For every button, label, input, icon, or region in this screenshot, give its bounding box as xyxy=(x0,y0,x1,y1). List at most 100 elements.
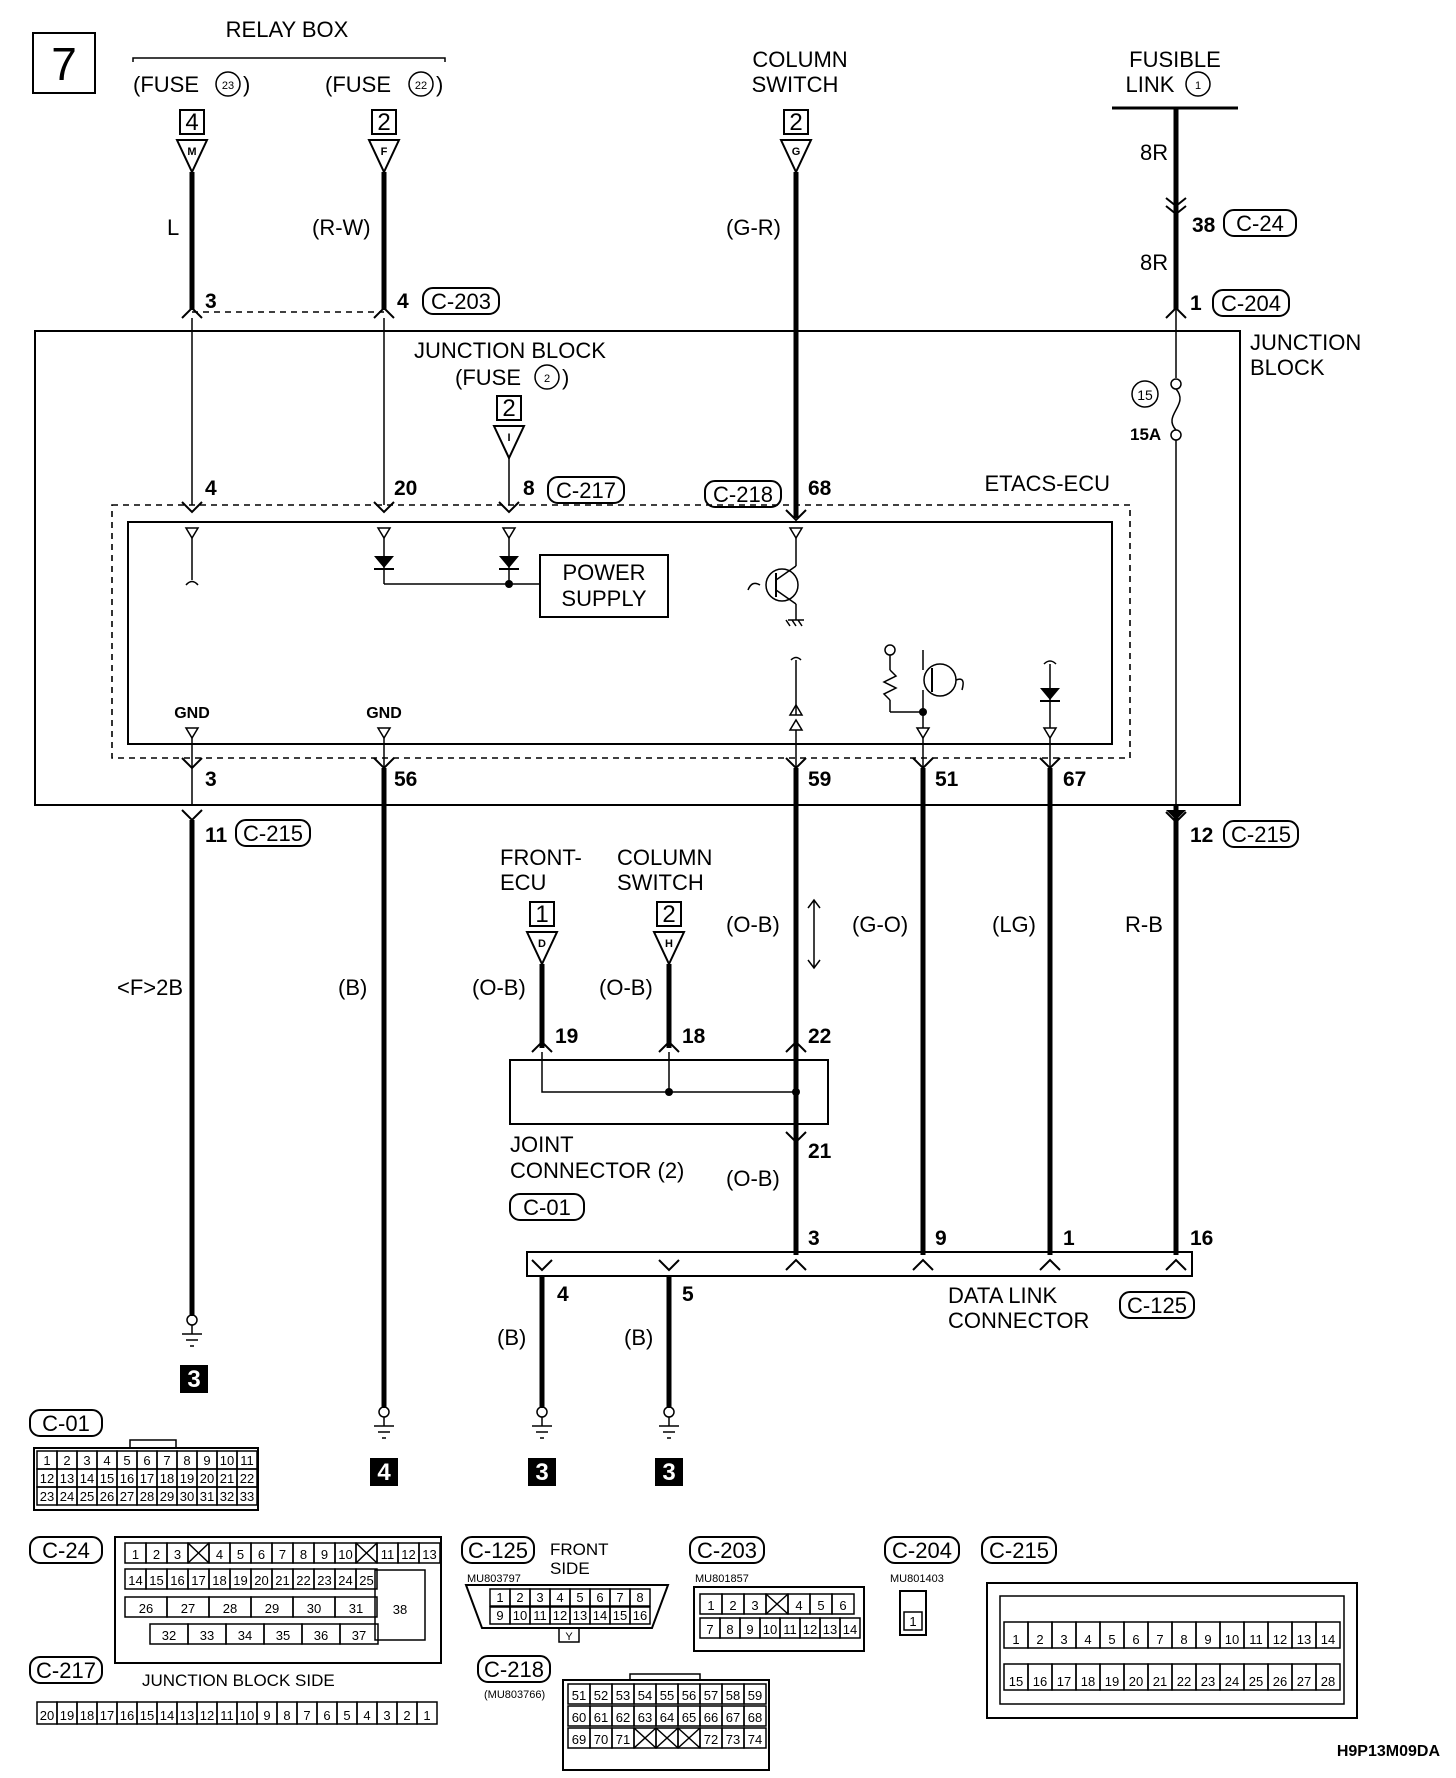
connector-pin-number: 5 xyxy=(1108,1632,1115,1647)
svg-text:FRONT: FRONT xyxy=(550,1540,609,1559)
svg-text:3: 3 xyxy=(535,1459,548,1486)
svg-text:C-218: C-218 xyxy=(484,1657,544,1682)
connector-pin-number: 16 xyxy=(120,1471,134,1486)
svg-text:SIDE: SIDE xyxy=(550,1559,590,1578)
connector-pin-number: 3 xyxy=(174,1547,181,1562)
connector-pin-number: 14 xyxy=(593,1608,607,1623)
svg-text:16: 16 xyxy=(1190,1227,1213,1250)
fusible-link-line2: LINK xyxy=(1126,72,1175,97)
connector-pin-number: 8 xyxy=(283,1708,290,1723)
svg-text:C-203: C-203 xyxy=(431,289,491,314)
svg-text:POWER: POWER xyxy=(562,560,645,585)
svg-text:(LG): (LG) xyxy=(992,912,1036,937)
connector-pin-number: 8 xyxy=(726,1622,733,1637)
connector-pin-number: 1 xyxy=(1012,1632,1019,1647)
connector-cell xyxy=(416,1701,438,1725)
connector-pin-number: 12 xyxy=(553,1608,567,1623)
connector-pin-number: 12 xyxy=(401,1547,415,1562)
connector-pin-number: 15 xyxy=(140,1708,154,1723)
connector-pin-number: 1 xyxy=(707,1598,714,1613)
connector-pin-number: 36 xyxy=(314,1628,328,1643)
svg-text:4: 4 xyxy=(205,477,217,500)
joint-connector-label-2: CONNECTOR (2) xyxy=(510,1158,684,1183)
connector-cell-blank xyxy=(655,1727,679,1749)
connector-pin-number: 9 xyxy=(263,1708,270,1723)
connector-pin-number: 20 xyxy=(40,1708,54,1723)
connector-pin-number: 6 xyxy=(143,1453,150,1468)
connector-pin-number: 17 xyxy=(140,1471,154,1486)
connector-cell xyxy=(831,1593,855,1615)
svg-text:C-217: C-217 xyxy=(36,1658,96,1683)
svg-text:C-204: C-204 xyxy=(1221,291,1281,316)
svg-text:(B): (B) xyxy=(497,1325,526,1350)
connector-pin-number: 68 xyxy=(748,1710,762,1725)
connector-pin-number: 21 xyxy=(1153,1674,1167,1689)
connector-pin-number: 13 xyxy=(60,1471,74,1486)
connector-pin-number: 9 xyxy=(496,1608,503,1623)
terminal-column-h: 2 H xyxy=(652,901,686,967)
connector-pin-number: 2 xyxy=(516,1590,523,1605)
connector-pin-number: 31 xyxy=(349,1601,363,1616)
svg-text:9: 9 xyxy=(935,1227,947,1250)
svg-text:8R: 8R xyxy=(1140,250,1168,275)
connector-pin-number: 67 xyxy=(726,1710,740,1725)
terminal-relay-m: 4 M xyxy=(175,109,209,175)
svg-text:8: 8 xyxy=(523,477,535,500)
connector-pin-number: 26 xyxy=(100,1489,114,1504)
connector-pin-number: 7 xyxy=(303,1708,310,1723)
connector-pin-number: 28 xyxy=(223,1601,237,1616)
tag-c204: C-204 xyxy=(1212,289,1290,317)
svg-text:R-B: R-B xyxy=(1125,912,1163,937)
power-supply-box xyxy=(539,554,669,618)
junction-block-outline xyxy=(34,330,1241,806)
svg-text:4: 4 xyxy=(557,1283,569,1306)
ground-symbol-2: 4 xyxy=(370,1406,398,1486)
svg-text:2: 2 xyxy=(377,109,390,136)
svg-text:SWITCH: SWITCH xyxy=(617,870,704,895)
connector-cell-blank xyxy=(765,1593,789,1615)
connector-pin-number: 72 xyxy=(704,1732,718,1747)
connector-pin-number: 33 xyxy=(200,1628,214,1643)
svg-text:8R: 8R xyxy=(1140,140,1168,165)
connector-pin-number: 6 xyxy=(596,1590,603,1605)
connector-pin-number: 27 xyxy=(181,1601,195,1616)
connector-pin-number: 22 xyxy=(296,1573,310,1588)
connector-pin-number: 26 xyxy=(139,1601,153,1616)
svg-text:(R-W): (R-W) xyxy=(312,215,371,240)
tag-c215-left: C-215 xyxy=(235,819,311,847)
svg-text:GND: GND xyxy=(366,705,402,722)
connector-pin-number: 35 xyxy=(276,1628,290,1643)
connector-pin-number: 4 xyxy=(1084,1632,1091,1647)
svg-text:C-204: C-204 xyxy=(892,1538,952,1563)
connector-pin-number: 7 xyxy=(706,1622,713,1637)
connector-pin-number: 23 xyxy=(40,1489,54,1504)
svg-text:(O-B): (O-B) xyxy=(726,912,780,937)
ground-symbol-4: 3 xyxy=(655,1406,683,1486)
connector-pin-number: 12 xyxy=(40,1471,54,1486)
connector-pin-number: 5 xyxy=(343,1708,350,1723)
connector-pin-number: 51 xyxy=(572,1688,586,1703)
connector-pin-number: 12 xyxy=(803,1622,817,1637)
svg-text:FRONT-: FRONT- xyxy=(500,845,582,870)
svg-text:C-215: C-215 xyxy=(243,821,303,846)
connector-pin-number: 19 xyxy=(1105,1674,1119,1689)
connector-pin-number: 13 xyxy=(573,1608,587,1623)
terminal-relay-f: 2 F xyxy=(367,109,401,175)
connector-pin-number: 4 xyxy=(103,1453,110,1468)
svg-text:C-24: C-24 xyxy=(42,1538,90,1563)
svg-text:Y: Y xyxy=(565,1631,573,1643)
connector-pin-number: 29 xyxy=(160,1489,174,1504)
connector-cell xyxy=(743,1683,767,1705)
svg-text:3: 3 xyxy=(187,1366,200,1393)
connector-cell xyxy=(839,1617,861,1639)
svg-text:C-125: C-125 xyxy=(468,1538,528,1563)
svg-text:(O-B): (O-B) xyxy=(599,975,653,1000)
terminal-fuse-i: 2 I xyxy=(492,395,526,461)
connector-pin-number: 11 xyxy=(381,1547,395,1562)
connector-pin-number: 6 xyxy=(839,1598,846,1613)
connector-pin-number: 15 xyxy=(1009,1674,1023,1689)
connector-pin-number: 28 xyxy=(1321,1674,1335,1689)
tag-c203: C-203 xyxy=(422,287,500,315)
